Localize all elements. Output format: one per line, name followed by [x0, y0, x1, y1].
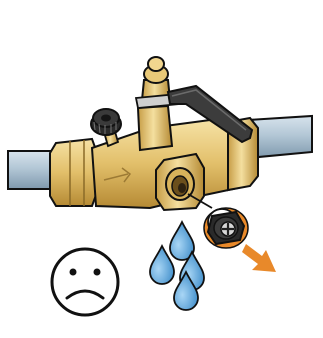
knurled-knob [91, 109, 121, 146]
drain-port [156, 154, 204, 210]
removal-arrow [242, 244, 276, 272]
removed-drain-cap [204, 208, 248, 248]
sad-face-icon [52, 249, 118, 315]
water-drops [150, 222, 204, 310]
